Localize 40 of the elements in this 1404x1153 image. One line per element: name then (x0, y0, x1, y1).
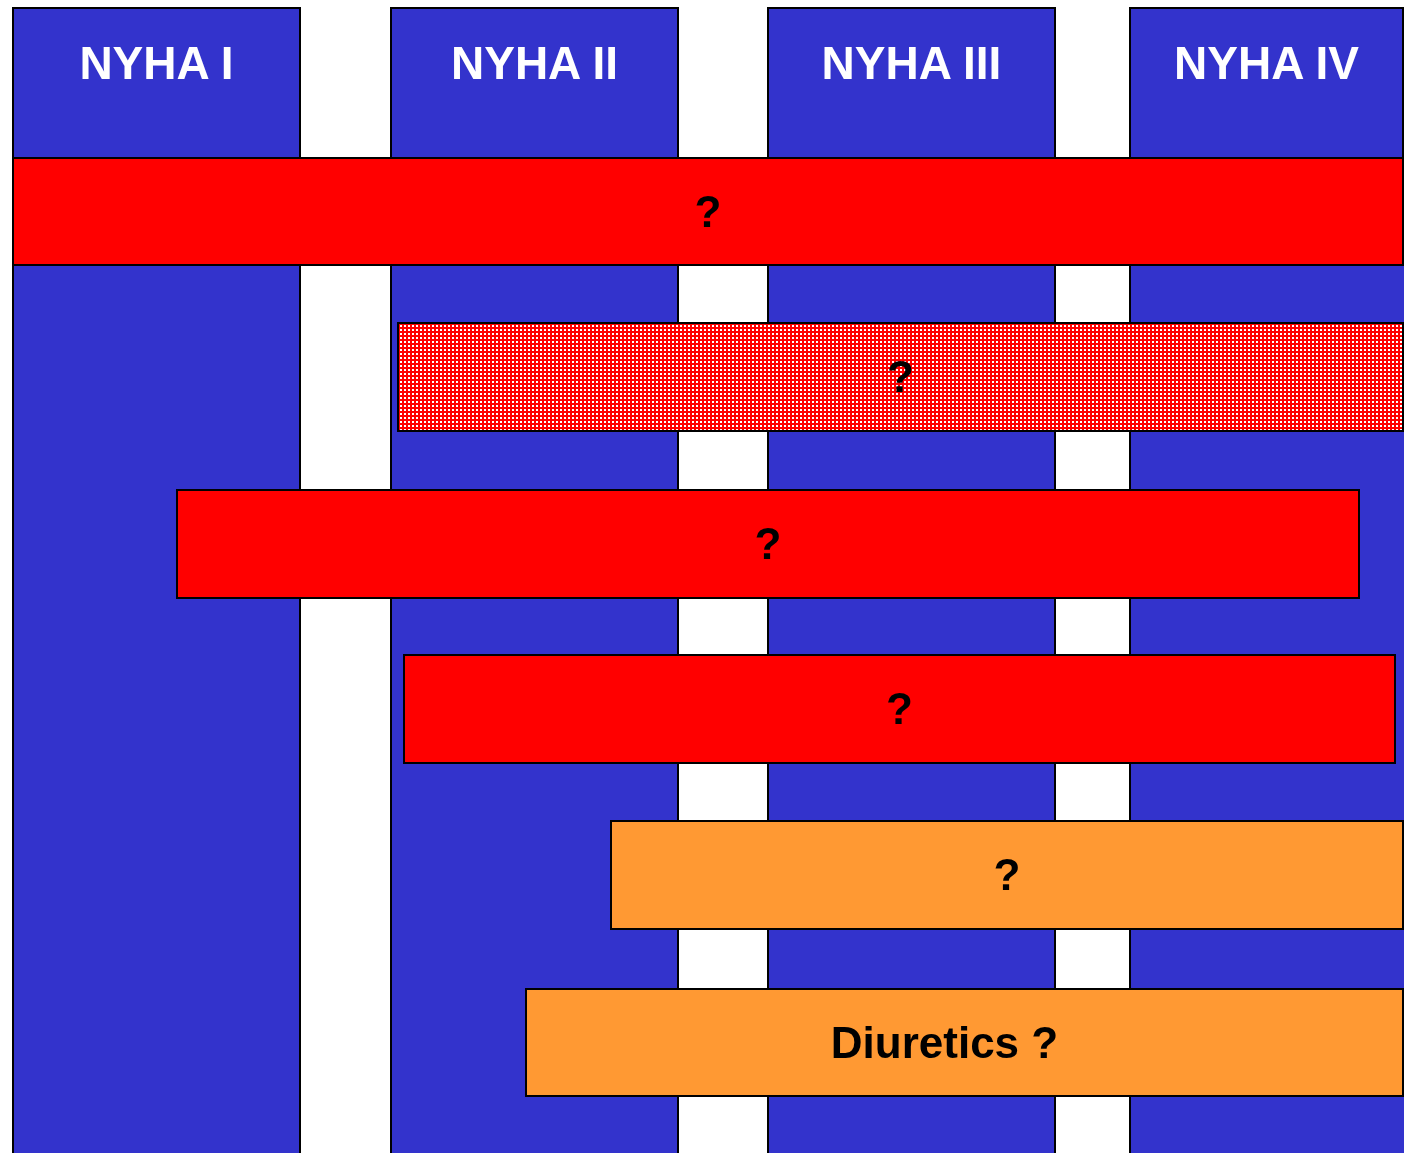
bar-label: ? (993, 850, 1021, 900)
column-band (390, 432, 679, 489)
column-header: NYHA II (450, 37, 619, 89)
bar-label: ? (886, 684, 913, 734)
column-band (1129, 930, 1404, 988)
bar-label: ? (694, 186, 722, 237)
column-header: NYHA IV (1173, 37, 1360, 89)
column-band (767, 266, 1056, 322)
column-band (1129, 764, 1404, 820)
class-column (390, 7, 679, 157)
bar-label: ? (754, 519, 782, 569)
class-column (12, 7, 301, 157)
column-band (390, 599, 679, 654)
column-band (390, 764, 679, 820)
class-column (767, 7, 1056, 157)
column-band (767, 1097, 1056, 1153)
therapy-bar (12, 157, 1404, 266)
class-column (1129, 7, 1404, 157)
column-header: NYHA III (820, 37, 1003, 89)
column-band (390, 930, 679, 988)
column-header: NYHA I (78, 37, 235, 89)
column-band (767, 930, 1056, 988)
column-band (767, 764, 1056, 820)
therapy-bar (403, 654, 1396, 764)
bar-label: ? (887, 352, 914, 402)
column-band (1129, 266, 1404, 322)
therapy-bar (397, 322, 1404, 432)
bar-label: Diuretics ? (830, 1017, 1059, 1068)
therapy-bar (176, 489, 1360, 599)
column-band (1129, 599, 1404, 654)
column-band (1129, 432, 1404, 489)
column-band (12, 266, 301, 322)
column-band (767, 599, 1056, 654)
column-band (390, 266, 679, 322)
column-band (767, 432, 1056, 489)
therapy-bar (525, 988, 1404, 1097)
column-band (1129, 1097, 1404, 1153)
column-band (390, 1097, 679, 1153)
therapy-bar (610, 820, 1404, 930)
column-band (12, 1097, 301, 1153)
